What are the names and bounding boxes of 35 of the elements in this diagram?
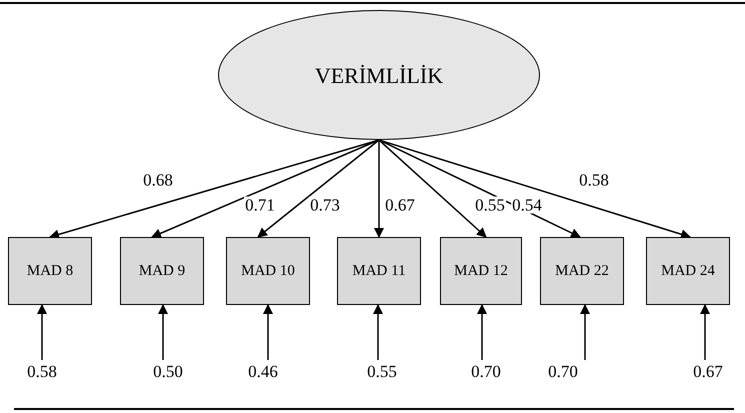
- arrow: [378, 139, 581, 238]
- arrow: [37, 304, 47, 360]
- observed-variable-box: MAD 22: [540, 237, 624, 305]
- observed-variable-box: MAD 12: [440, 237, 522, 305]
- error-variance-value: 0.46: [243, 360, 283, 384]
- arrow: [263, 304, 273, 360]
- observed-variable-box: MAD 8: [8, 237, 92, 305]
- observed-variable-box: MAD 24: [646, 237, 730, 305]
- edge-label: 0.71: [244, 196, 276, 214]
- edge-label: 0.58: [578, 172, 610, 188]
- error-variance-value: 0.70: [466, 360, 506, 384]
- arrow: [374, 140, 384, 238]
- edge-label: 0.54: [511, 196, 543, 214]
- observed-variable-box: MAD 10: [226, 237, 310, 305]
- error-variance-value: 0.70: [543, 360, 583, 384]
- edge-label: 0.67: [384, 196, 416, 214]
- arrow: [580, 304, 590, 360]
- error-variance-value: 0.58: [22, 360, 62, 384]
- arrow: [158, 304, 168, 360]
- error-variance-value: 0.50: [148, 360, 188, 384]
- latent-variable-ellipse: VERİMLİLİK: [218, 10, 540, 140]
- error-variance-value: 0.67: [688, 360, 728, 384]
- edge-label: 0.68: [142, 172, 174, 188]
- arrow: [373, 304, 383, 360]
- arrow: [378, 139, 487, 238]
- arrow: [700, 304, 710, 360]
- observed-variable-box: MAD 9: [120, 237, 204, 305]
- error-variance-value: 0.55: [362, 360, 402, 384]
- edge-label: 0.55: [474, 196, 506, 214]
- arrow: [49, 139, 380, 240]
- edge-label: 0.73: [309, 196, 341, 214]
- arrow: [378, 139, 691, 240]
- arrow: [257, 139, 380, 238]
- observed-variable-box: MAD 11: [337, 237, 421, 305]
- arrow: [477, 304, 487, 360]
